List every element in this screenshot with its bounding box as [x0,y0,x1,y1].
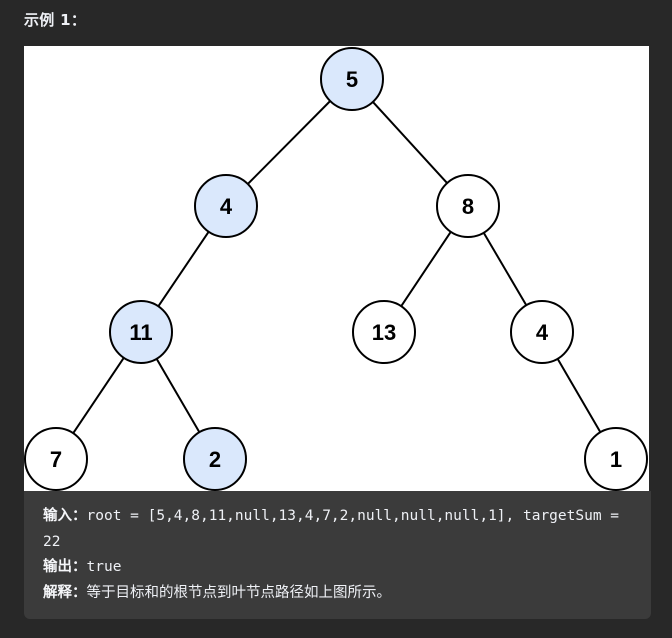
tree-node-label: 2 [209,447,221,472]
tree-node-circle [194,174,258,238]
tree-node-rrr: 1 [584,427,648,491]
output-label: 输出： [43,559,87,575]
tree-node-rr: 4 [510,300,574,364]
tree-node-circle [510,300,574,364]
output-value: true [86,559,122,575]
tree-edge-r-rl [400,231,452,307]
tree-node-l: 4 [194,174,258,238]
input-line: 输入：root = [5,4,8,11,null,13,4,7,2,null,n… [43,504,633,555]
tree-node-circle [109,300,173,364]
tree-edge-ll-llr [155,358,201,433]
tree-node-label: 4 [220,194,233,219]
explanation-label: 解释： [43,584,87,601]
output-line: 输出：true [43,555,633,581]
binary-tree-figure: 5 4 8 11 13 4 7 2 1 [24,46,649,491]
tree-edge-root-l [247,100,331,185]
tree-node-circle [183,427,247,491]
tree-edge-root-r [372,101,448,184]
tree-edge-rr-rrr [556,358,602,433]
binary-tree-diagram: 5 4 8 11 13 4 7 2 1 [24,47,648,491]
tree-node-rl: 13 [352,300,416,364]
example-io-box: 输入：root = [5,4,8,11,null,13,4,7,2,null,n… [24,491,651,619]
tree-node-label: 4 [536,320,549,345]
tree-node-circle [352,300,416,364]
tree-node-circle [320,47,384,111]
tree-node-ll: 11 [109,300,173,364]
tree-node-lll: 7 [24,427,88,491]
explanation-line: 解释：等于目标和的根节点到叶节点路径如上图所示。 [43,581,633,607]
tree-node-circle [584,427,648,491]
tree-edge-l-ll [157,231,210,307]
tree-node-circle [436,174,500,238]
tree-node-llr: 2 [183,427,247,491]
example-title: 示例 1： [24,11,87,29]
tree-node-label: 8 [462,194,474,219]
input-label: 输入： [43,508,87,524]
tree-node-r: 8 [436,174,500,238]
explanation-value: 等于目标和的根节点到叶节点路径如上图所示。 [86,584,392,601]
tree-edge-ll-lll [72,357,125,434]
tree-edge-r-rr [482,232,528,306]
tree-node-label: 11 [129,320,152,345]
input-value: root = [5,4,8,11,null,13,4,7,2,null,null… [43,508,620,550]
tree-node-label: 13 [372,320,396,345]
tree-node-circle [24,427,88,491]
tree-node-label: 5 [346,67,358,92]
tree-node-root: 5 [320,47,384,111]
tree-node-label: 7 [50,447,62,472]
tree-node-label: 1 [610,447,622,472]
